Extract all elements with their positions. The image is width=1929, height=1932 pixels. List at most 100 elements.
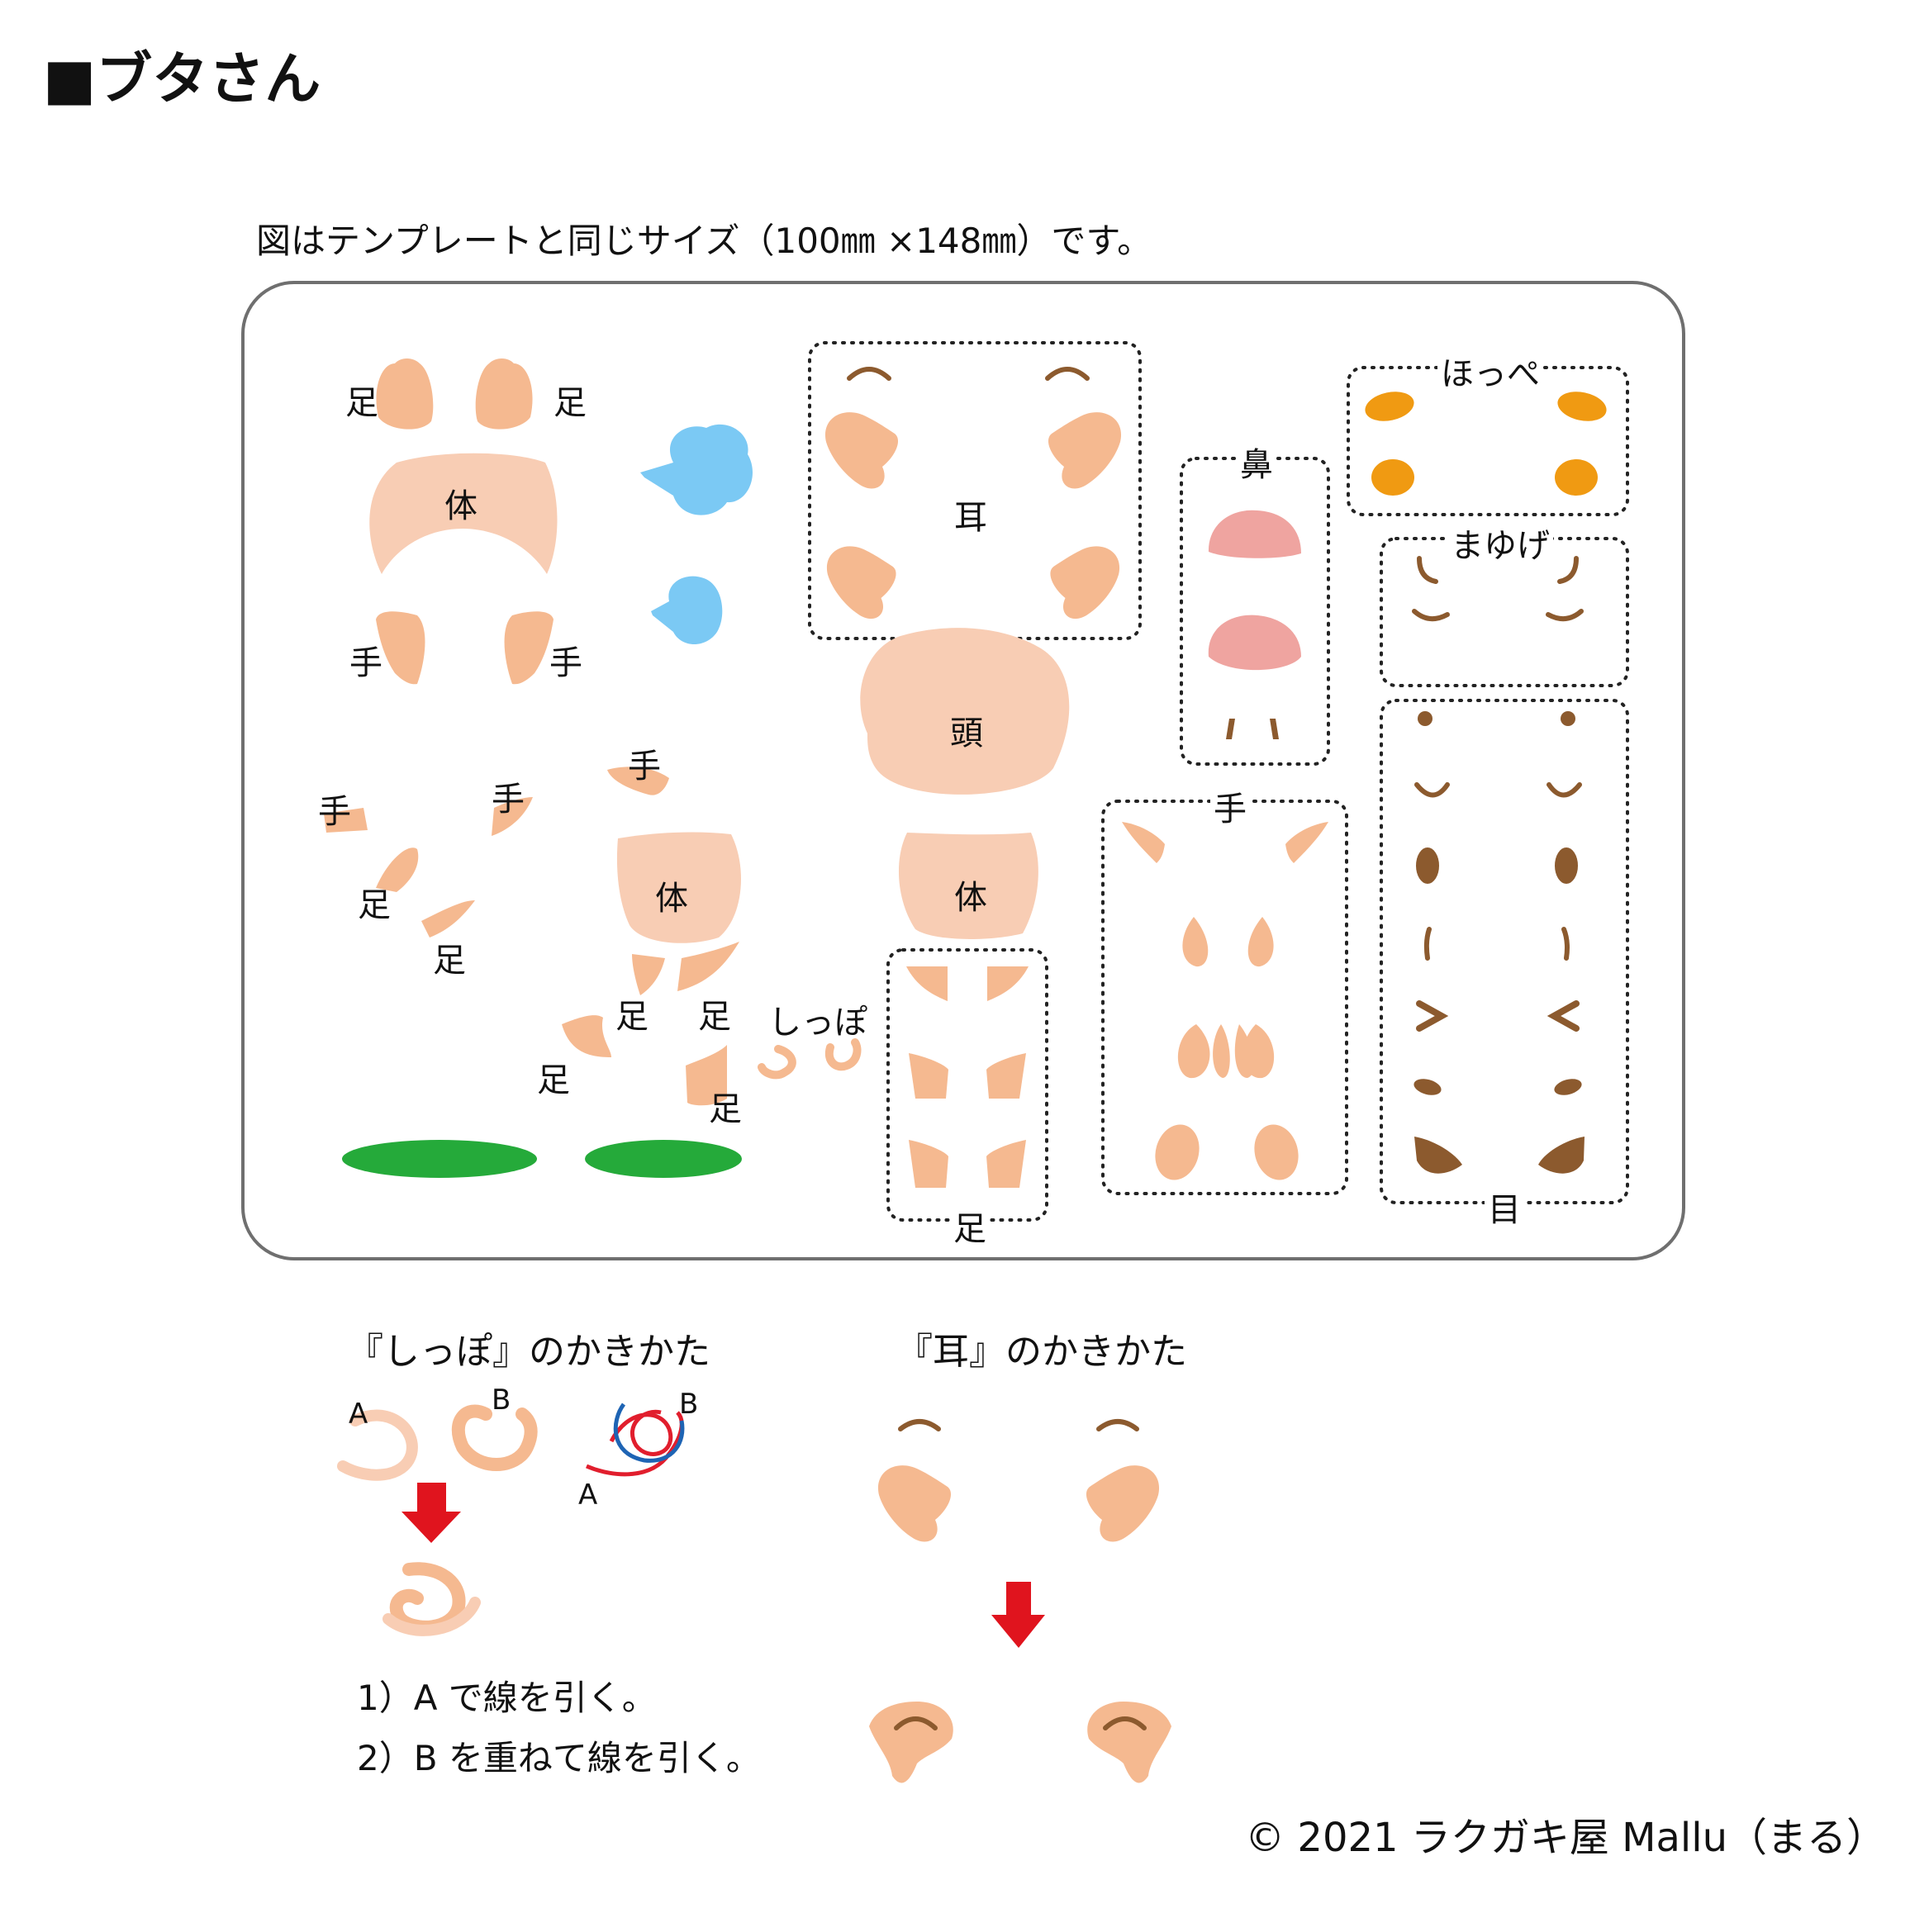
nostril-right [1270, 719, 1279, 739]
hand-right [504, 611, 554, 685]
eyebrow-4 [1546, 609, 1584, 622]
speech-bubble-small [651, 576, 723, 644]
label-body: 体 [954, 879, 987, 917]
nose-group-outline [1180, 457, 1330, 766]
howto-ear-right [1086, 1465, 1160, 1542]
tails-template [758, 1038, 862, 1080]
label-hand: 手 [492, 781, 525, 819]
howto-ear-result-left [869, 1702, 953, 1783]
ear-top-left [824, 412, 899, 489]
side-body [898, 833, 1038, 939]
side-parts [324, 767, 741, 1106]
head [860, 628, 1070, 795]
running-leg-3 [562, 1015, 611, 1057]
ear-howto-drawing [869, 1419, 1171, 1783]
eye-chevron-left [1416, 1000, 1449, 1032]
eye-group-outline [1380, 699, 1629, 1204]
grass-right [585, 1140, 742, 1178]
cheek-4 [1555, 459, 1598, 496]
ear-arc-right [1045, 367, 1090, 381]
grass-left [342, 1140, 537, 1178]
tail-1 [758, 1045, 796, 1080]
label-tail: しっぽ [768, 1004, 867, 1042]
eye-oval-left [1416, 847, 1439, 884]
leg-shape-1 [906, 966, 948, 1001]
tail-stroke-a [337, 1409, 418, 1481]
nostril-left [1226, 719, 1235, 739]
ear-bottom-left [826, 546, 896, 619]
label-foot: 足 [537, 1061, 570, 1099]
eye-smile-right [1547, 782, 1582, 798]
label-ear: 耳 [954, 499, 987, 537]
side-foot-1 [376, 847, 419, 892]
leg-shape-6 [986, 1140, 1026, 1188]
howto-ear-result-arc-right [1103, 1716, 1147, 1730]
hand-shape-3 [1182, 917, 1209, 967]
label-hand: 手 [318, 793, 351, 831]
side-foot-2 [421, 900, 475, 938]
side-hand-1 [324, 808, 368, 833]
side-hand-2 [492, 797, 533, 836]
arrow-down-icon [401, 1483, 461, 1543]
cheek-group-outline [1347, 366, 1629, 516]
eye-sleepy-left [1414, 1137, 1462, 1174]
foot-right [475, 358, 533, 430]
eye-line-left [1423, 927, 1432, 961]
label-cheeks: ほっぺ [1437, 347, 1543, 395]
howto-ear-arc-left [898, 1419, 941, 1431]
tail-2 [824, 1038, 862, 1071]
hand-group-outline [1101, 800, 1348, 1195]
legs-template [906, 966, 1029, 1188]
label-body: 体 [655, 880, 688, 918]
eyes-template [1413, 711, 1585, 1174]
label-eye: 目 [1485, 1183, 1524, 1231]
foot-left [376, 358, 434, 430]
leg-shape-5 [909, 1140, 948, 1188]
size-note: 図はテンプレートと同じサイズ（100㎜ ×148㎜）です。 [256, 221, 1152, 261]
eye-closed-left [1413, 1079, 1442, 1095]
hand-shape-1 [1122, 822, 1165, 863]
running-leg-1 [632, 954, 665, 995]
eye-closed-right [1554, 1079, 1582, 1095]
nose-template [1208, 510, 1301, 739]
label-eyebrows: まゆげ [1447, 519, 1553, 567]
eye-chevron-right [1547, 1000, 1580, 1032]
hand-shape-8 [1242, 1024, 1275, 1079]
speech-bubble-large [640, 424, 753, 515]
label-b: B [679, 1388, 699, 1421]
ear-bottom-right [1050, 546, 1120, 619]
side-hand-3 [607, 767, 669, 795]
eye-dot-left [1418, 711, 1432, 726]
hand-shape-10 [1254, 1124, 1299, 1180]
label-foot: 足 [345, 384, 378, 422]
tail-howto-drawing [337, 1403, 685, 1636]
label-foot: 足 [433, 942, 466, 980]
tail-step-2: 2）B を重ねて線を引く。 [357, 1738, 761, 1778]
leg-shape-2 [987, 966, 1029, 1001]
cheeks-template [1365, 392, 1607, 496]
cheek-3 [1371, 459, 1414, 496]
page-title: ■ブタさん [43, 47, 321, 112]
hand-shape-6 [1213, 1024, 1230, 1078]
label-a: A [349, 1398, 368, 1431]
howto-ear-result-arc-left [894, 1716, 938, 1730]
ear-howto-title: 『耳』のかきかた [896, 1331, 1187, 1373]
front-body [369, 453, 558, 574]
label-head: 頭 [950, 714, 983, 752]
front-body-set [369, 358, 558, 685]
running-body [616, 832, 741, 943]
hands-template [1122, 822, 1328, 1180]
tail-step-1: 1）A で線を引く。 [357, 1678, 657, 1718]
label-foot: 足 [358, 886, 391, 924]
label-hand: 手 [628, 748, 661, 786]
hand-shape-4 [1247, 917, 1274, 967]
eye-oval-right [1555, 847, 1578, 884]
arrow-down-icon [991, 1582, 1045, 1648]
grass-patches [342, 1140, 742, 1178]
tail-howto-title: 『しっぽ』のかきかた [347, 1331, 710, 1373]
label-foot: 足 [709, 1090, 742, 1128]
label-foot: 足 [554, 384, 587, 422]
label-foot: 足 [950, 1202, 990, 1250]
tail-result-a [382, 1597, 481, 1636]
label-hand: 手 [549, 644, 582, 682]
